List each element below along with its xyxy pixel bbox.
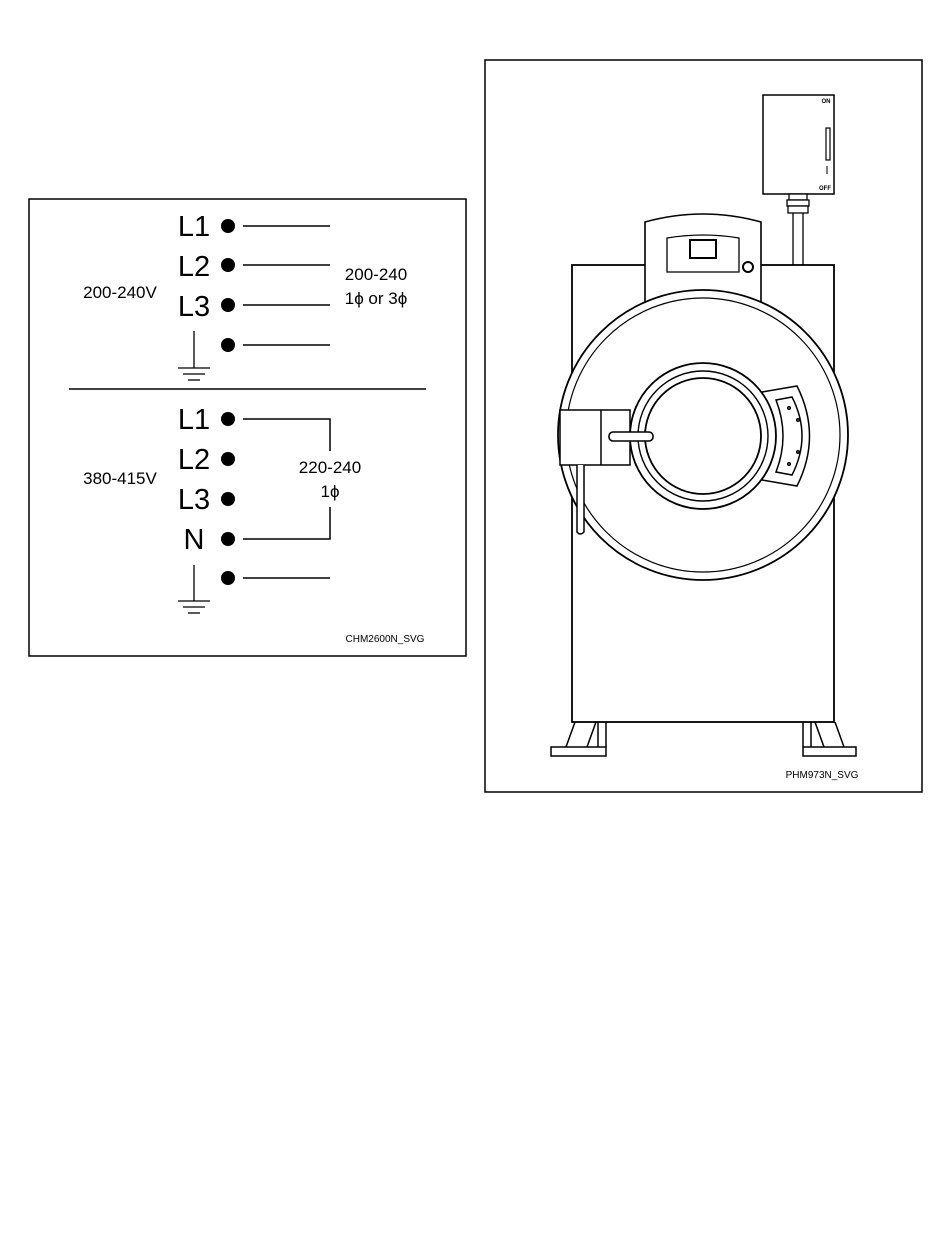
top-supply-label: 200-240V (83, 283, 157, 302)
machine-figure-code: PHM973N_SVG (786, 770, 859, 781)
bottom-terminal-label-l3: L3 (178, 484, 210, 516)
top-output-phase: 1ϕ or 3ϕ (345, 289, 408, 308)
terminal-dot (221, 571, 235, 585)
top-terminal-label-l2: L2 (178, 251, 210, 283)
top-output-voltage: 200-240 (345, 265, 407, 284)
machine-feet (551, 722, 856, 756)
bottom-output-phase: 1ϕ (321, 482, 340, 501)
top-terminal-label-l3: L3 (178, 291, 210, 323)
ground-symbol-icon (178, 331, 210, 380)
wiring-diagram: 200-240V L1 L2 L3 200-240 1ϕ or 3ϕ (29, 199, 466, 656)
terminal-dot (221, 338, 235, 352)
bottom-terminal-label-l2: L2 (178, 444, 210, 476)
switch-on-label: ON (822, 99, 831, 105)
terminal-dot (221, 492, 235, 506)
bottom-terminal-label-l1: L1 (178, 404, 210, 436)
door-handle-icon (609, 432, 653, 441)
wiring-figure-code: CHM2600N_SVG (346, 634, 425, 645)
bracket-wire (243, 507, 330, 539)
terminal-dot (221, 412, 235, 426)
terminal-dot (221, 532, 235, 546)
wiring-top-section: 200-240V L1 L2 L3 200-240 1ϕ or 3ϕ (83, 211, 407, 380)
display-screen (690, 240, 716, 258)
bottom-output-voltage: 220-240 (299, 458, 361, 477)
ground-symbol-icon (178, 565, 210, 613)
terminal-dot (221, 298, 235, 312)
terminal-dot (221, 258, 235, 272)
top-terminal-label-l1: L1 (178, 211, 210, 243)
terminal-dot (221, 452, 235, 466)
bracket-wire (243, 419, 330, 451)
switch-off-label: OFF (819, 186, 831, 192)
machine-illustration: ON OFF (485, 60, 922, 792)
terminal-dot (221, 219, 235, 233)
bottom-terminal-label-n: N (184, 524, 205, 556)
conduit-pipe (787, 194, 809, 265)
disconnect-switch-box: ON OFF (763, 95, 834, 194)
bottom-supply-label: 380-415V (83, 469, 157, 488)
control-knob (743, 262, 753, 272)
door-glass (645, 378, 761, 494)
switch-lever-icon (826, 128, 830, 160)
wiring-bottom-section: 380-415V L1 L2 L3 N 220-240 1ϕ (83, 404, 361, 613)
